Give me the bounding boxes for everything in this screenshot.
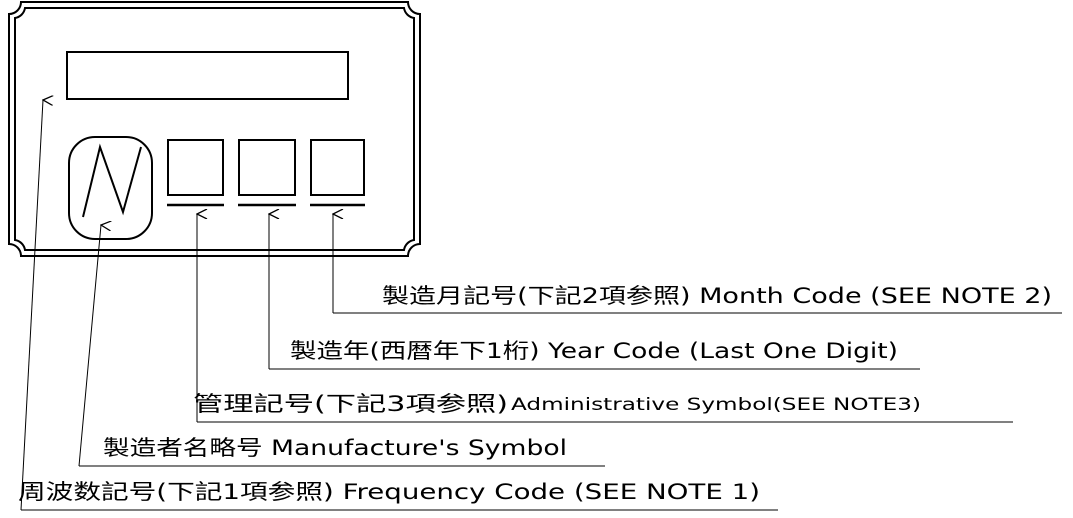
device-outline-inner <box>14 7 415 251</box>
frequency-code-label: 周波数記号(下記1項参照) Frequency Code (SEE NOTE 1… <box>18 480 760 504</box>
year-code-label: 製造年(西暦年下1桁) Year Code (Last One Digit) <box>290 339 898 363</box>
month-code-box <box>310 139 365 196</box>
device-outline-outer <box>8 0 421 257</box>
frequency-leader <box>20 100 43 511</box>
year-code-box <box>238 139 296 196</box>
admin-symbol-box <box>167 139 224 196</box>
manufacturer-leader <box>78 225 101 467</box>
display-window <box>66 51 349 100</box>
frequency-symbol-box <box>68 136 153 240</box>
manufacturer-symbol-label: 製造者名略号 Manufacture's Symbol <box>103 436 567 460</box>
sine-wave-icon <box>82 143 142 218</box>
admin-symbol-label-en: Administrative Symbol(SEE NOTE3) <box>511 395 921 415</box>
admin-symbol-label-jp: 管理記号(下記3項参照) <box>193 392 508 416</box>
month-code-label: 製造月記号(下記2項参照) Month Code (SEE NOTE 2) <box>382 284 1052 308</box>
